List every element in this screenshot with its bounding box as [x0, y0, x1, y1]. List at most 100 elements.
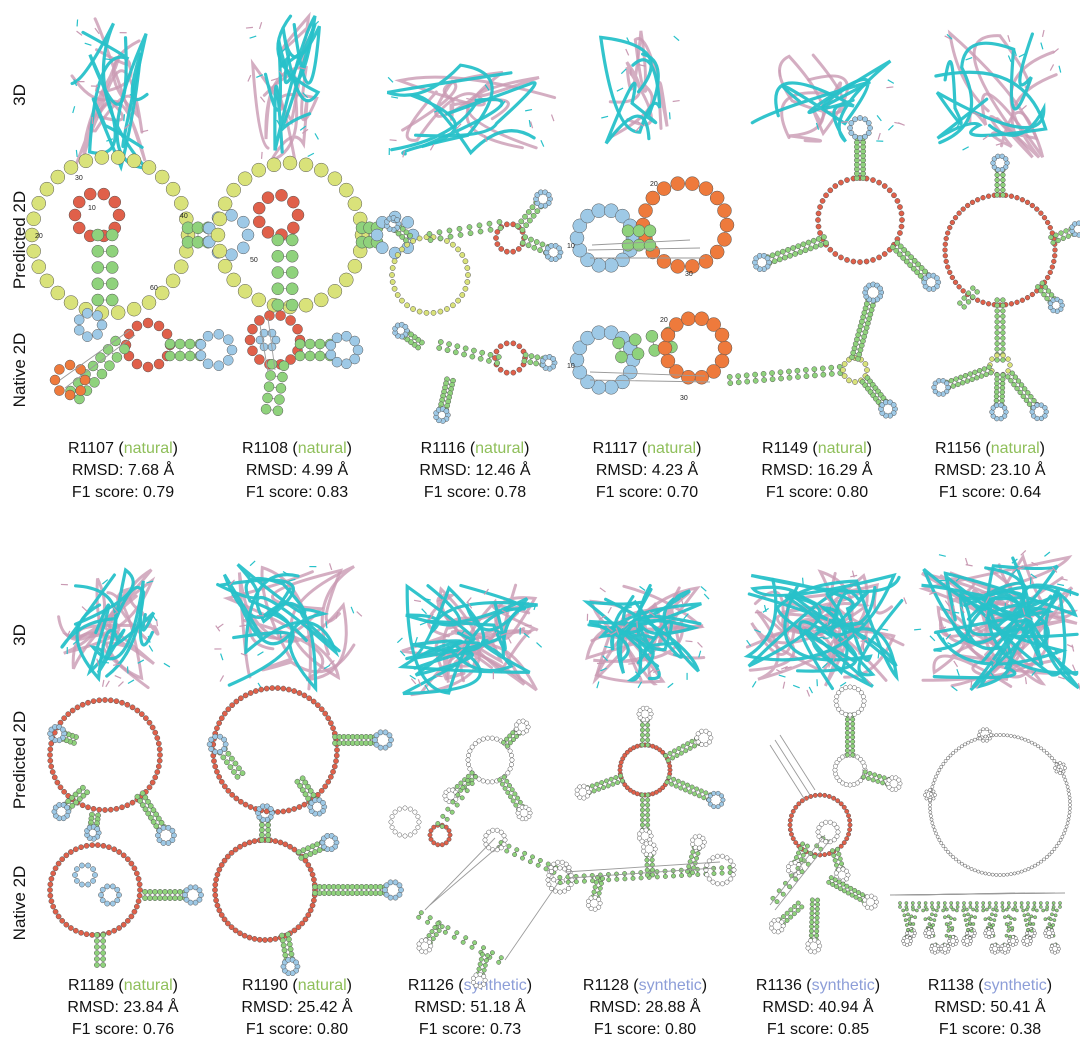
position-label: 50: [250, 257, 258, 264]
nucleotide: [817, 204, 823, 210]
nucleotide: [816, 833, 822, 839]
nucleotide: [591, 325, 607, 340]
nucleotide: [710, 879, 716, 885]
nucleotide: [580, 374, 595, 390]
nucleotide: [809, 919, 815, 925]
nucleotide: [499, 781, 505, 787]
target-id: R1107: [68, 440, 114, 457]
nucleotide: [808, 794, 814, 799]
nucleotide: [143, 715, 149, 722]
nucleotide: [549, 886, 554, 891]
nucleotide: [823, 839, 829, 845]
nucleotide: [442, 929, 448, 935]
nucleotide: [277, 839, 284, 846]
nucleotide: [792, 860, 798, 866]
nucleotide: [572, 364, 588, 380]
base-tick: [952, 611, 960, 614]
nucleotide: [800, 241, 807, 248]
nucleotide: [48, 875, 55, 882]
base-tick: [96, 658, 100, 666]
nucleotide: [407, 232, 413, 239]
nucleotide: [136, 892, 143, 899]
nucleotide: [913, 915, 917, 920]
nucleotide: [469, 770, 475, 776]
base-tick: [1020, 104, 1027, 111]
nucleotide: [844, 748, 850, 754]
nucleotide: [134, 707, 141, 714]
nucleotide: [784, 910, 790, 916]
nucleotide: [791, 911, 797, 917]
nucleotide: [695, 872, 701, 877]
nucleotide: [47, 892, 54, 899]
nucleotide: [54, 779, 61, 786]
nucleotide: [998, 873, 1002, 877]
pink-strand: [420, 602, 538, 694]
nucleotide: [373, 732, 380, 739]
nucleotide: [812, 792, 818, 798]
nucleotide: [275, 189, 288, 202]
nucleotide: [444, 238, 450, 244]
nucleotide: [165, 840, 172, 846]
nucleotide: [467, 748, 473, 754]
nucleotide: [815, 902, 820, 907]
nucleotide: [286, 936, 292, 943]
nucleotide: [466, 224, 473, 230]
pseudoknot-link: [774, 839, 831, 911]
nucleotide: [1023, 918, 1028, 923]
nucleotide: [174, 338, 186, 350]
nucleotide: [645, 742, 651, 748]
nucleotide: [436, 229, 443, 236]
nucleotide: [392, 879, 399, 886]
nucleotide: [462, 345, 469, 352]
target-type: synthetic: [638, 977, 702, 994]
base-tick: [929, 635, 936, 642]
nucleotide: [787, 252, 793, 259]
nucleotide: [967, 921, 972, 925]
nucleotide: [943, 847, 948, 851]
nucleotide: [963, 918, 968, 923]
nucleotide: [99, 897, 106, 904]
nucleotide: [100, 956, 106, 962]
base-tick: [314, 133, 319, 140]
nucleotide: [531, 244, 538, 251]
nucleotide: [347, 258, 363, 274]
nucleotide: [472, 940, 478, 946]
nucleotide: [48, 740, 55, 747]
nucleotide: [928, 810, 933, 815]
nucleotide: [955, 381, 961, 388]
nucleotide: [844, 725, 850, 731]
nucleotide: [600, 876, 606, 882]
nucleotide: [485, 953, 491, 959]
nucleotide: [1066, 788, 1071, 793]
nucleotide: [157, 895, 163, 901]
nucleotide: [845, 890, 851, 896]
nucleotide: [850, 748, 856, 754]
nucleotide: [690, 870, 695, 876]
base-tick: [775, 669, 783, 674]
nucleotide: [707, 793, 713, 799]
base-tick: [1024, 616, 1032, 620]
nucleotide: [397, 832, 403, 838]
base-tick: [298, 66, 306, 70]
nucleotide: [1044, 274, 1051, 281]
predicted-2d-R1126: [388, 718, 533, 848]
nucleotide: [917, 905, 922, 909]
nucleotide: [639, 722, 645, 728]
nucleotide: [296, 690, 303, 696]
nucleotide: [961, 295, 967, 301]
nucleotide: [989, 733, 993, 737]
nucleotide: [388, 819, 394, 825]
nucleotide: [862, 769, 868, 775]
nucleotide: [164, 338, 176, 350]
nucleotide: [832, 877, 838, 883]
nucleotide: [156, 746, 163, 753]
nucleotide: [927, 922, 932, 926]
nucleotide: [557, 880, 563, 886]
nucleotide: [1050, 240, 1056, 246]
nucleotide: [809, 924, 815, 930]
nucleotide: [643, 841, 649, 847]
nucleotide: [549, 869, 554, 874]
nucleotide: [850, 725, 856, 731]
cyan-strand: [774, 59, 892, 143]
nucleotide: [724, 879, 730, 885]
